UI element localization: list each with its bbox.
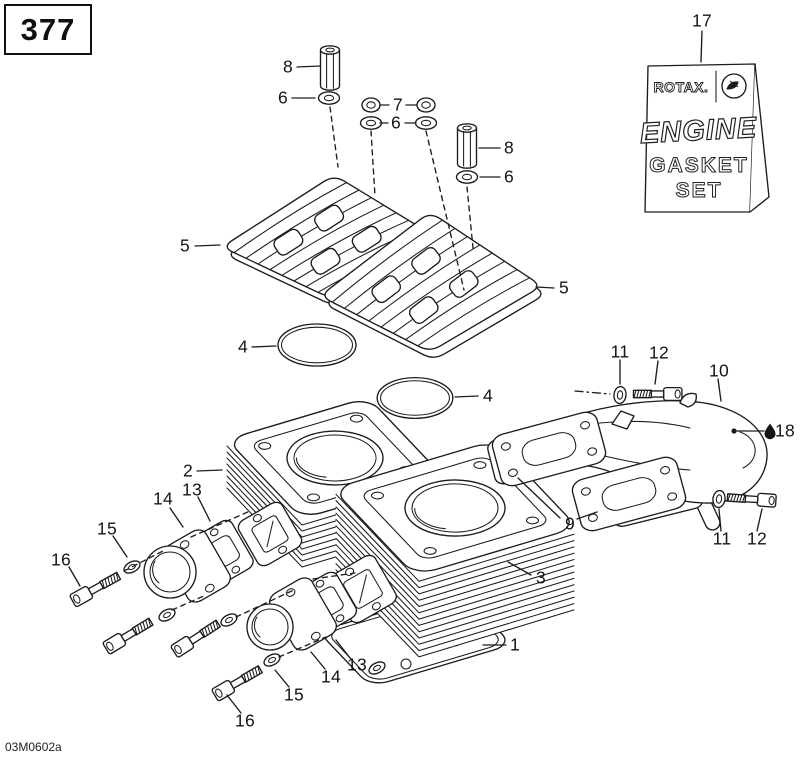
oil-drop-icon [764, 423, 776, 440]
socket-bolt [68, 569, 123, 608]
leader-line [113, 536, 127, 557]
leader-line [536, 287, 554, 288]
leader-line [170, 508, 183, 527]
leader-line [655, 361, 658, 384]
leader-line [467, 187, 473, 248]
o-ring-right [376, 376, 454, 420]
socket-bolt [101, 615, 156, 656]
socket-bolt [210, 662, 265, 703]
leader-line [577, 512, 597, 519]
head-washer [317, 91, 341, 105]
leader-line [313, 573, 355, 579]
o-ring-left [277, 323, 357, 367]
intake-flange-gasket-a-drawing [194, 517, 256, 584]
model-number: 377 [20, 11, 76, 47]
drawing-code: 03M0602a [5, 740, 62, 754]
intake-socket-a-drawing [144, 526, 234, 605]
model-badge: 377 [4, 4, 92, 55]
leader-line [197, 470, 222, 471]
leader-line [252, 346, 276, 347]
head-nut [416, 97, 436, 113]
leader-line [575, 391, 610, 394]
leader-line [757, 509, 762, 531]
leader-line [227, 695, 241, 713]
leader-line [124, 551, 163, 571]
gasket-set-package: ROTAX. ENGINE GASKET SET [639, 64, 769, 212]
leader-line [518, 478, 560, 518]
leader-line [508, 562, 531, 575]
cylinder-left-intake-port [236, 499, 305, 568]
pointer-dot [731, 428, 737, 434]
leader-line [455, 396, 478, 397]
leader-line [311, 652, 325, 669]
package-title-line2: GASKET [649, 154, 749, 177]
leader-line [236, 589, 296, 617]
leader-line [719, 509, 721, 531]
leader-line [275, 670, 289, 687]
leader-line [279, 637, 326, 657]
exhaust-gasket-a-drawing [490, 410, 608, 489]
leader-line [336, 640, 350, 658]
package-title-line1: ENGINE [639, 112, 758, 150]
leader-line [718, 379, 721, 401]
head-washer [414, 116, 438, 130]
leader-line [172, 595, 206, 610]
leader-line [297, 66, 320, 67]
leader-line [198, 497, 210, 521]
leader-lines-layer [69, 31, 764, 713]
socket-washer [218, 610, 240, 630]
socket-washer [261, 650, 283, 670]
rotax-bug-logo-icon [722, 74, 746, 98]
manifold-bolt [632, 387, 683, 401]
head-washer [359, 116, 383, 130]
socket-bolt [169, 617, 223, 659]
cylinder-head-right-drawing [325, 215, 541, 357]
leader-line [426, 131, 464, 290]
head-nut [361, 97, 381, 113]
leader-line [701, 31, 702, 62]
head-spacer-sleeve [319, 45, 341, 91]
leader-line [69, 567, 80, 586]
manifold-washer [612, 385, 628, 405]
rotax-bug-logo-glyph [727, 81, 738, 89]
socket-washer [366, 658, 388, 678]
leader-line [330, 107, 338, 167]
exhaust-gasket-b-drawing [570, 455, 688, 534]
head-washer [455, 170, 479, 184]
leader-line [371, 131, 375, 196]
intake-socket-b-drawing [247, 574, 340, 653]
head-spacer-sleeve [456, 123, 478, 169]
leader-line [191, 511, 250, 537]
package-brand: ROTAX. [654, 79, 709, 95]
leader-line [195, 245, 220, 246]
package-title-line3: SET [676, 179, 723, 202]
